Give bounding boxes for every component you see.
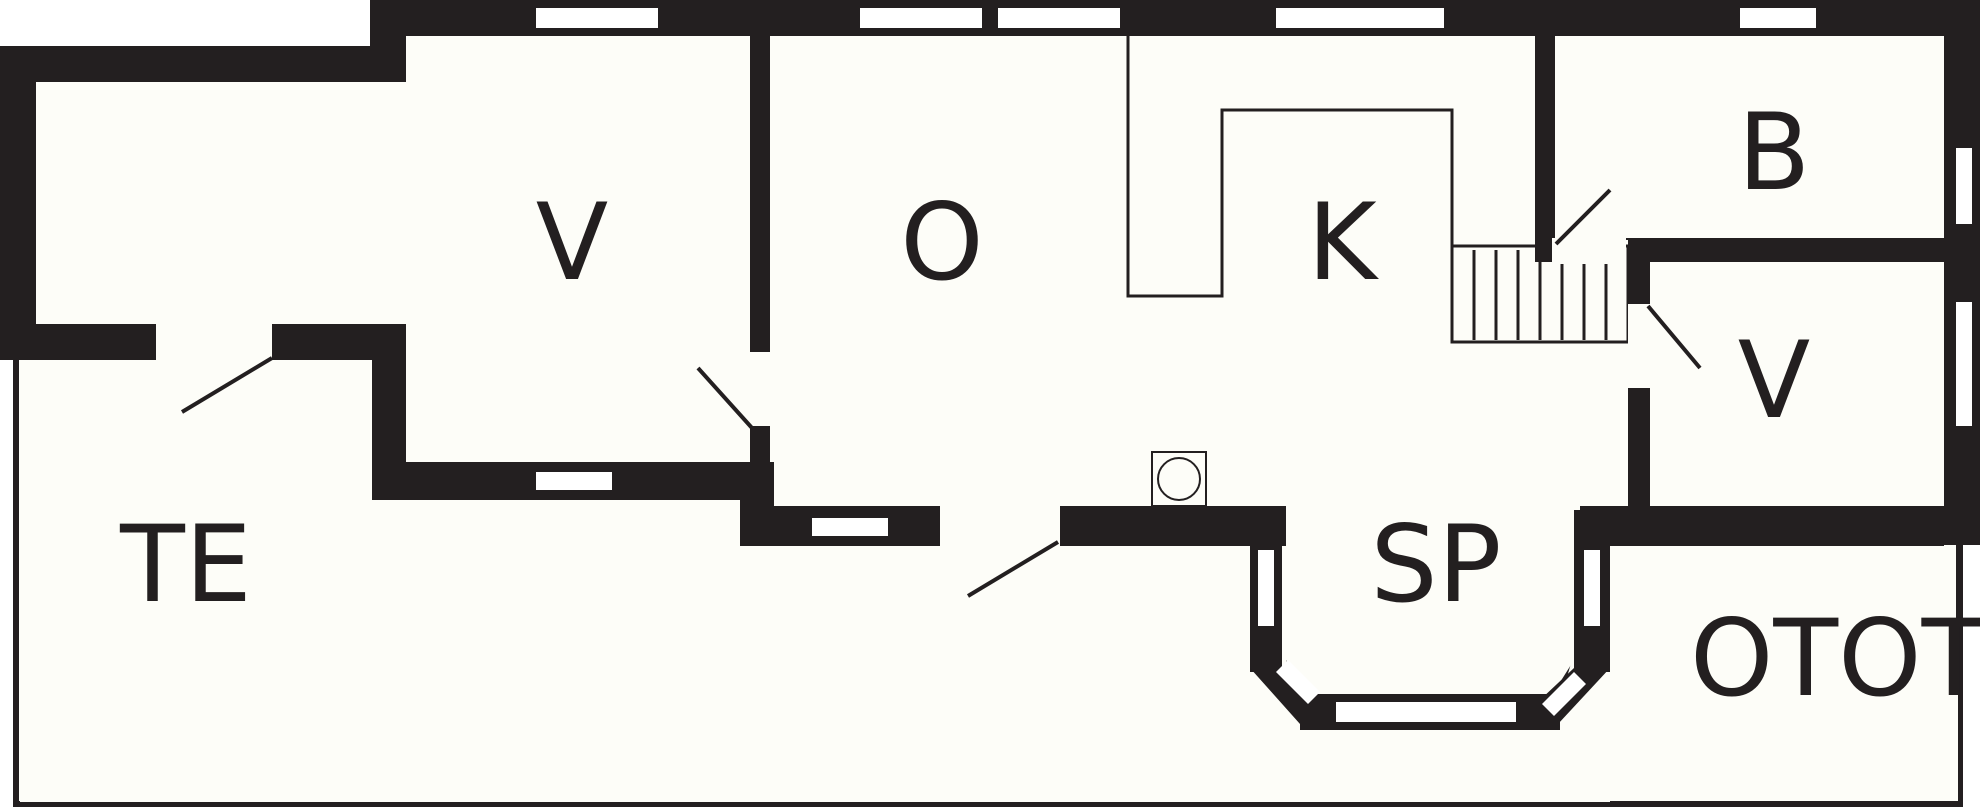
room-labels: V O K B V TE SP OTOT bbox=[119, 91, 1980, 720]
room-label-k: K bbox=[1307, 181, 1379, 304]
room-label-sp: SP bbox=[1370, 503, 1501, 626]
interior-floors bbox=[36, 36, 1944, 696]
room-label-te: TE bbox=[119, 503, 252, 626]
door-swings bbox=[180, 188, 1702, 598]
living-kitchen-floor bbox=[770, 36, 1535, 510]
room-label-v-right: V bbox=[1738, 319, 1811, 442]
right-edge-wall bbox=[1956, 545, 1962, 635]
bath-floor bbox=[1554, 36, 1944, 238]
stairs bbox=[1450, 244, 1630, 344]
kitchen-counter bbox=[1126, 36, 1454, 298]
room-label-v-left: V bbox=[536, 181, 609, 304]
room-label-otot: OTOT bbox=[1690, 597, 1980, 720]
right-bedroom-floor bbox=[1650, 262, 1944, 508]
windows bbox=[536, 8, 1972, 722]
door-openings bbox=[156, 238, 1650, 546]
terrace-right-floor bbox=[1610, 545, 1958, 801]
room-label-b: B bbox=[1738, 91, 1811, 214]
fireplace bbox=[1151, 451, 1207, 507]
room-label-o: O bbox=[900, 181, 983, 304]
